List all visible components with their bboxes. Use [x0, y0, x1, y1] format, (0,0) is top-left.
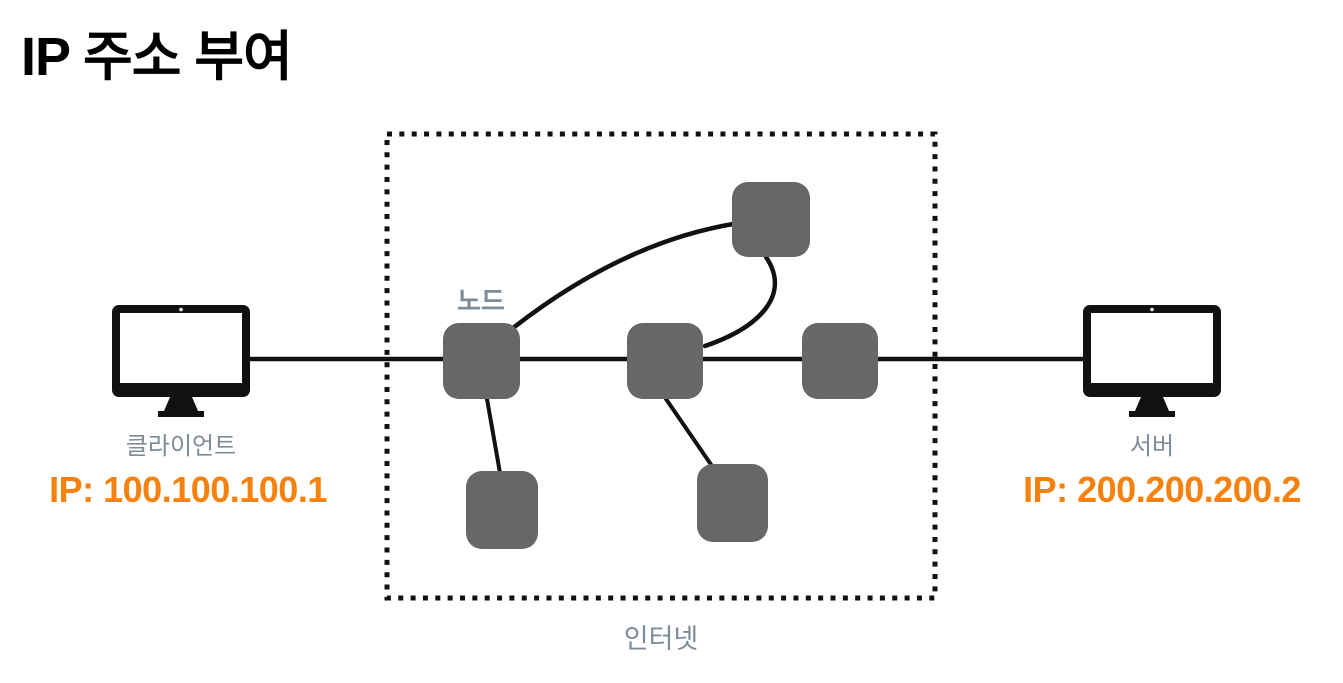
server-ip-address: IP: 200.200.200.2 [1023, 469, 1301, 510]
client-monitor-icon [112, 305, 250, 417]
client-endpoint: 클라이언트 [111, 304, 251, 461]
network-node-bottom-right [697, 464, 768, 542]
node-label: 노드 [457, 286, 505, 316]
server-label: 서버 [1129, 433, 1175, 460]
edge-node-left-top [510, 221, 736, 331]
page-title: IP 주소 부여 [21, 27, 293, 87]
network-node-right [802, 323, 878, 399]
edge-node-left-bottomleft [485, 397, 502, 475]
internet-label: 인터넷 [623, 624, 699, 654]
network-node-middle [627, 323, 703, 399]
network-node-left [443, 323, 520, 399]
server-monitor-icon [1083, 305, 1221, 417]
edge-node-middle-bottomright [664, 397, 714, 468]
network-node-top [732, 182, 810, 257]
server-endpoint: 서버 [1082, 304, 1222, 461]
network-node-bottom-left [466, 471, 538, 549]
edge-node-top-middle [702, 254, 778, 349]
client-ip-address: IP: 100.100.100.1 [49, 469, 327, 510]
internet-boundary-box [384, 131, 938, 601]
client-label: 클라이언트 [125, 433, 237, 460]
